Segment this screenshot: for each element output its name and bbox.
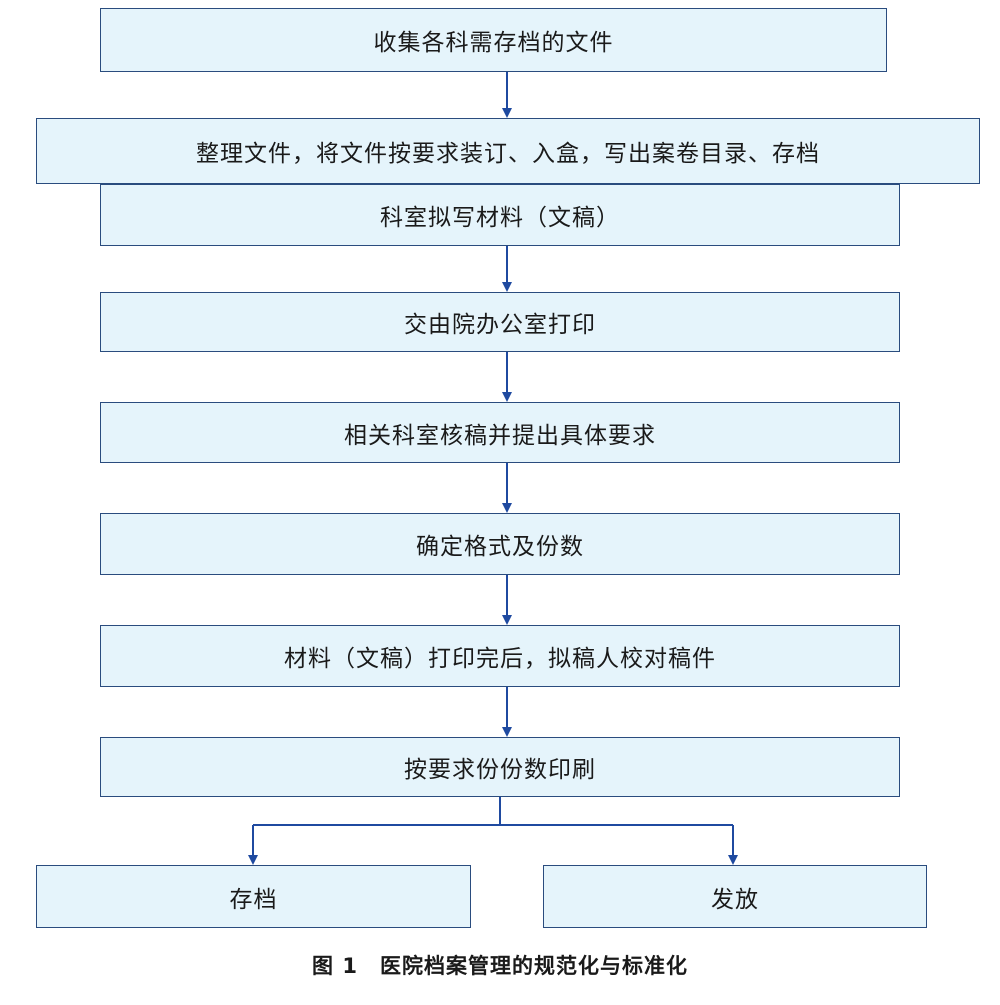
step-collect-files: 收集各科需存档的文件: [100, 8, 887, 72]
step-archive: 存档: [36, 865, 471, 928]
step-proofread: 材料（文稿）打印完后，拟稿人校对稿件: [100, 625, 900, 687]
figure-caption: 图 1 医院档案管理的规范化与标准化: [312, 954, 688, 978]
step-mass-print: 按要求份份数印刷: [100, 737, 900, 797]
step-draft-material: 科室拟写材料（文稿）: [100, 184, 900, 246]
step-determine-format: 确定格式及份数: [100, 513, 900, 575]
step-print-office: 交由院办公室打印: [100, 292, 900, 352]
step-distribute: 发放: [543, 865, 927, 928]
step-review-draft: 相关科室核稿并提出具体要求: [100, 402, 900, 463]
step-organize-files: 整理文件，将文件按要求装订、入盒，写出案卷目录、存档: [36, 118, 980, 184]
